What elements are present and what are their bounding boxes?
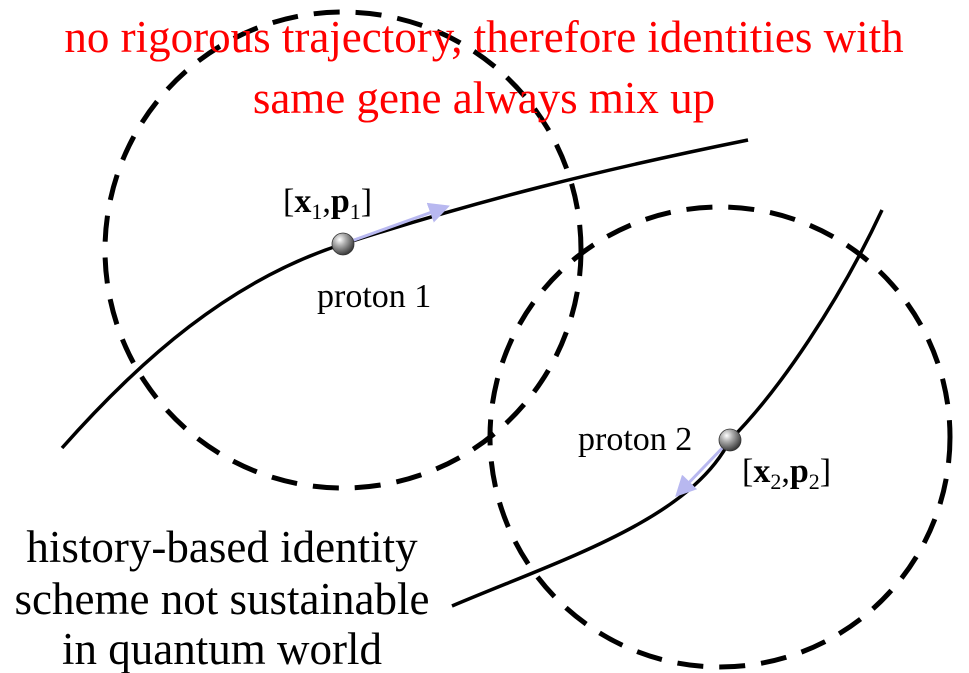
heading-line-1: no rigorous trajectory, therefore identi… bbox=[64, 12, 903, 62]
wave-packet-circle-2 bbox=[487, 204, 953, 670]
particle-sphere-icon bbox=[331, 232, 355, 256]
proton2-coordinates: [x2,p2] bbox=[742, 453, 831, 494]
momentum-arrow-icon bbox=[342, 202, 450, 246]
wave-packet-circle-1 bbox=[102, 9, 584, 491]
proton1-coordinates: [x1,p1] bbox=[283, 183, 372, 224]
momentum-arrow-icon bbox=[675, 438, 732, 498]
footer-line-2: scheme not sustainable bbox=[15, 574, 430, 624]
particle-sphere-icon bbox=[718, 428, 742, 452]
proton1-label: proton 1 bbox=[317, 278, 431, 315]
heading-line-2: same gene always mix up bbox=[253, 73, 715, 123]
footer-line-3: in quantum world bbox=[62, 624, 382, 673]
proton2-label: proton 2 bbox=[578, 421, 692, 458]
footer-line-1: history-based identity bbox=[26, 522, 418, 572]
